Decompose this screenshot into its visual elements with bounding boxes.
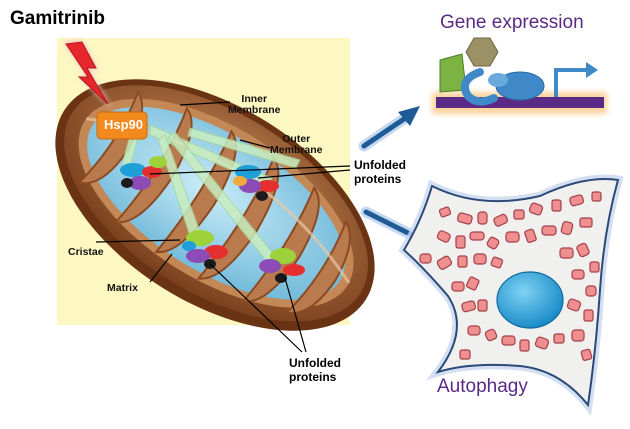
outer-membrane-line2: Membrane [270,144,323,156]
cell-nucleus [496,271,564,329]
gene-expression-label: Gene expression [440,12,584,33]
inner-membrane-label: Inner Membrane [228,94,281,116]
unfolded-bottom-line1: Unfolded [289,356,341,370]
unfolded-top-line1: Unfolded [354,158,406,172]
dna-bar [436,97,604,108]
gene-expression-illustration [432,37,607,114]
protein-cluster-1 [120,156,167,190]
hsp90-box [96,111,148,140]
autophagosomes [419,191,602,362]
outer-membrane-label: Outer Membrane [270,134,323,156]
protein-cluster-3 [182,230,228,269]
autophagy-cell [398,174,624,416]
inner-membrane-line1: Inner [241,93,268,105]
matrix-label: Matrix [107,282,138,294]
outer-membrane-line1: Outer [282,133,311,145]
protein-cluster-2 [233,165,279,201]
leader-lines [95,101,351,353]
unfolded-bottom-line2: proteins [289,370,337,384]
figure-title: Gamitrinib [10,8,106,29]
hsp90-label: Hsp90 [104,117,144,132]
protein-cluster-4 [259,248,305,283]
arrow-to-gene-expression [358,106,420,152]
lightning-bolt-icon [63,40,112,108]
inner-membrane-line2: Membrane [228,104,281,116]
autophagy-label: Autophagy [437,376,528,397]
hexagon-ligand [465,37,499,67]
unfolded-proteins-label-top: Unfolded proteins [354,158,406,186]
gene-arrow-icon [554,68,588,97]
unfolded-top-line2: proteins [354,172,402,186]
unfolded-proteins-label-bottom: Unfolded proteins [289,356,341,384]
c-shaped-receptor [461,68,498,106]
cristae-label: Cristae [68,246,104,258]
